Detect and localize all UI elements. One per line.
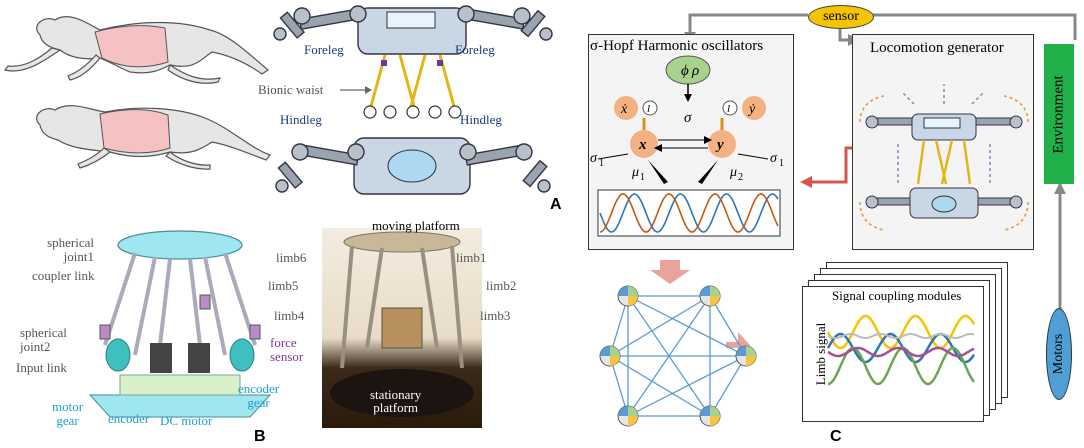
- label-bionic-waist: Bionic waist: [258, 82, 324, 97]
- motors-node: Motors: [1046, 308, 1072, 400]
- sensor-label: sensor: [823, 9, 859, 24]
- sigma1-right: σ: [770, 151, 778, 166]
- motors-label: Motors: [1051, 333, 1067, 375]
- locomotion-title: Locomotion generator: [870, 40, 1004, 56]
- x-symbol: x: [638, 137, 647, 153]
- locomotion-robot: [859, 84, 1029, 231]
- label-encoder-gear: encoder gear: [238, 381, 280, 410]
- limb-signal-plot: [826, 314, 976, 386]
- environment-label: Environment: [1050, 74, 1067, 154]
- y-symbol: y: [715, 137, 724, 153]
- l-symbol-left: l: [647, 103, 650, 115]
- label-encoder: encoder: [108, 411, 150, 426]
- panel-letter-b: B: [254, 428, 266, 445]
- sigma-symbol: σ: [684, 110, 692, 126]
- hopf-wave-orange: [599, 193, 779, 233]
- mu1-symbol: μ: [631, 165, 639, 180]
- sensor-node: sensor: [808, 5, 874, 29]
- mu2-symbol: μ: [729, 165, 737, 180]
- mu1-sub: 1: [640, 172, 645, 183]
- label-limb1: limb1: [456, 250, 487, 265]
- phi-symbol: ϕ: [681, 63, 689, 79]
- signal-wave-purple: [827, 346, 975, 358]
- mu2-sub: 2: [738, 172, 743, 183]
- label-limb2: limb2: [486, 278, 517, 293]
- waist-highlight-1: [94, 25, 169, 68]
- panel-letter-a: A: [550, 196, 562, 213]
- prototype-photo: [322, 228, 482, 428]
- hopf-title: σ-Hopf Harmonic oscillators: [590, 38, 764, 54]
- label-dc-motor: DC motor: [160, 413, 213, 428]
- sigma1-left-sub: 1: [599, 158, 604, 169]
- label-moving-platform: moving platform: [372, 218, 460, 233]
- label-foreleg-left: Foreleg: [304, 42, 344, 57]
- label-force-sensor: force sensor: [270, 335, 304, 364]
- panel-letter-c: C: [830, 428, 842, 445]
- label-limb6: limb6: [276, 250, 307, 265]
- xdot-symbol: ẋ: [620, 102, 628, 117]
- signal-wave-gray: [827, 333, 975, 339]
- cheetah-illustrations: [3, 16, 271, 170]
- platform-cad: [88, 230, 272, 418]
- environment-block: Environment: [1044, 44, 1074, 184]
- label-limb5: limb5: [268, 278, 299, 293]
- label-hindleg-left: Hindleg: [280, 112, 322, 127]
- sigma1-left: σ: [590, 151, 598, 166]
- robot-schematic: [273, 5, 553, 195]
- label-limb3: limb3: [480, 308, 511, 323]
- label-limb4: limb4: [274, 308, 305, 323]
- hopf-diagram: ϕ ρ σ ẋ ẏ l l x y σ 1 σ 1 μ 1 μ 2: [590, 55, 784, 237]
- oscillator-network: [599, 285, 757, 427]
- label-spherical-joint2: spherical joint2: [20, 325, 67, 354]
- label-foreleg-right: Foreleg: [455, 42, 495, 57]
- waist-highlight-2: [99, 109, 171, 154]
- signal-title: Signal coupling modules: [832, 288, 962, 303]
- l-symbol-right: l: [727, 103, 730, 115]
- rho-symbol: ρ: [691, 63, 699, 79]
- label-hindleg-right: Hindleg: [460, 112, 502, 127]
- label-stationary-platform: stationary platform: [370, 387, 422, 415]
- hopf-wave-blue: [599, 193, 779, 233]
- ydot-symbol: ẏ: [747, 102, 756, 117]
- label-coupler-link: coupler link: [32, 268, 95, 283]
- label-motor-gear: motor gear: [52, 399, 84, 428]
- label-input-link: Input link: [16, 360, 67, 375]
- signal-wave-blue: [826, 332, 976, 364]
- sigma1-right-sub: 1: [779, 158, 784, 169]
- label-spherical-joint1: spherical joint1: [47, 235, 94, 264]
